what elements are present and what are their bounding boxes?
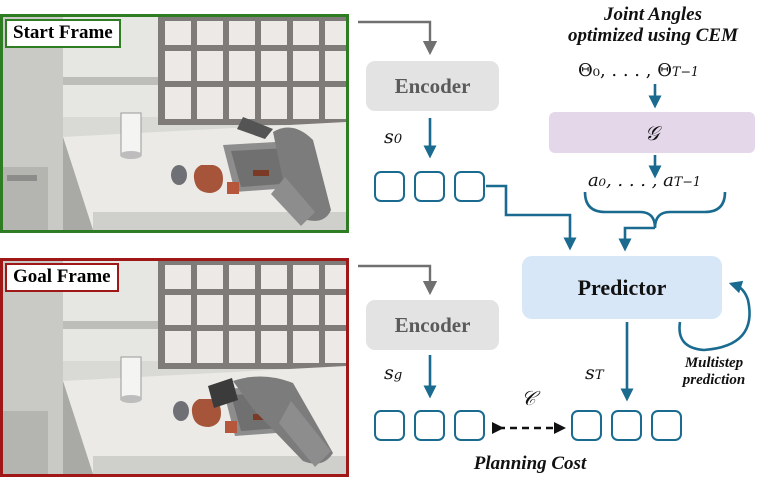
latent-s0-cell-3 <box>454 171 485 202</box>
theta-sequence-label: Θ₀, . . . , ΘT−1 <box>578 60 699 81</box>
latent-sT-cell-3 <box>651 410 682 441</box>
joint-angles-title: Joint Angles optimized using CEM <box>540 4 766 47</box>
multistep-line2: prediction <box>682 371 746 388</box>
planning-cost-caption: Planning Cost <box>473 453 587 474</box>
goal-frame-label: Goal Frame <box>5 263 119 292</box>
goal-frame-image: Goal Frame <box>0 258 349 477</box>
start-to-encoder-arrow <box>358 20 438 56</box>
s0-to-predictor-arrow <box>486 184 577 251</box>
latent-sg-cell-3 <box>454 410 485 441</box>
latent-sg-cell-1 <box>374 410 405 441</box>
action-sequence-label: a₀, . . . , aT−1 <box>588 170 701 191</box>
g-symbol: 𝒢 <box>644 120 660 145</box>
g-mapping-box: 𝒢 <box>549 112 755 153</box>
latent-s0-cell-2 <box>414 171 445 202</box>
start-frame-image: Start Frame <box>0 14 349 233</box>
multistep-loop-arrow <box>678 280 751 352</box>
joint-angles-title-line1: Joint Angles <box>603 4 702 25</box>
goal-to-encoder-arrow <box>358 264 438 296</box>
sT-label: sT <box>585 362 604 384</box>
joint-angles-title-line2: optimized using CEM <box>568 24 738 46</box>
latent-sg-cell-2 <box>414 410 445 441</box>
start-frame-label: Start Frame <box>5 19 121 48</box>
encoder-bottom-box: Encoder <box>366 300 499 350</box>
actions-brace <box>583 191 727 229</box>
sg-label: sg <box>384 362 403 384</box>
latent-sT-cell-2 <box>611 410 642 441</box>
actions-to-predictor-arrow <box>618 226 655 252</box>
kitchen-scene-goal <box>3 261 346 474</box>
encoder-top-box: Encoder <box>366 61 499 111</box>
cost-symbol: 𝒞 <box>521 386 536 410</box>
latent-s0-cell-1 <box>374 171 405 202</box>
latent-sT-cell-1 <box>571 410 602 441</box>
kitchen-scene-start <box>3 17 346 230</box>
multistep-line1: Multistep <box>684 355 744 371</box>
multistep-prediction-label: Multistep prediction <box>664 355 764 388</box>
predictor-box: Predictor <box>522 256 722 319</box>
s0-label: s0 <box>384 126 403 148</box>
